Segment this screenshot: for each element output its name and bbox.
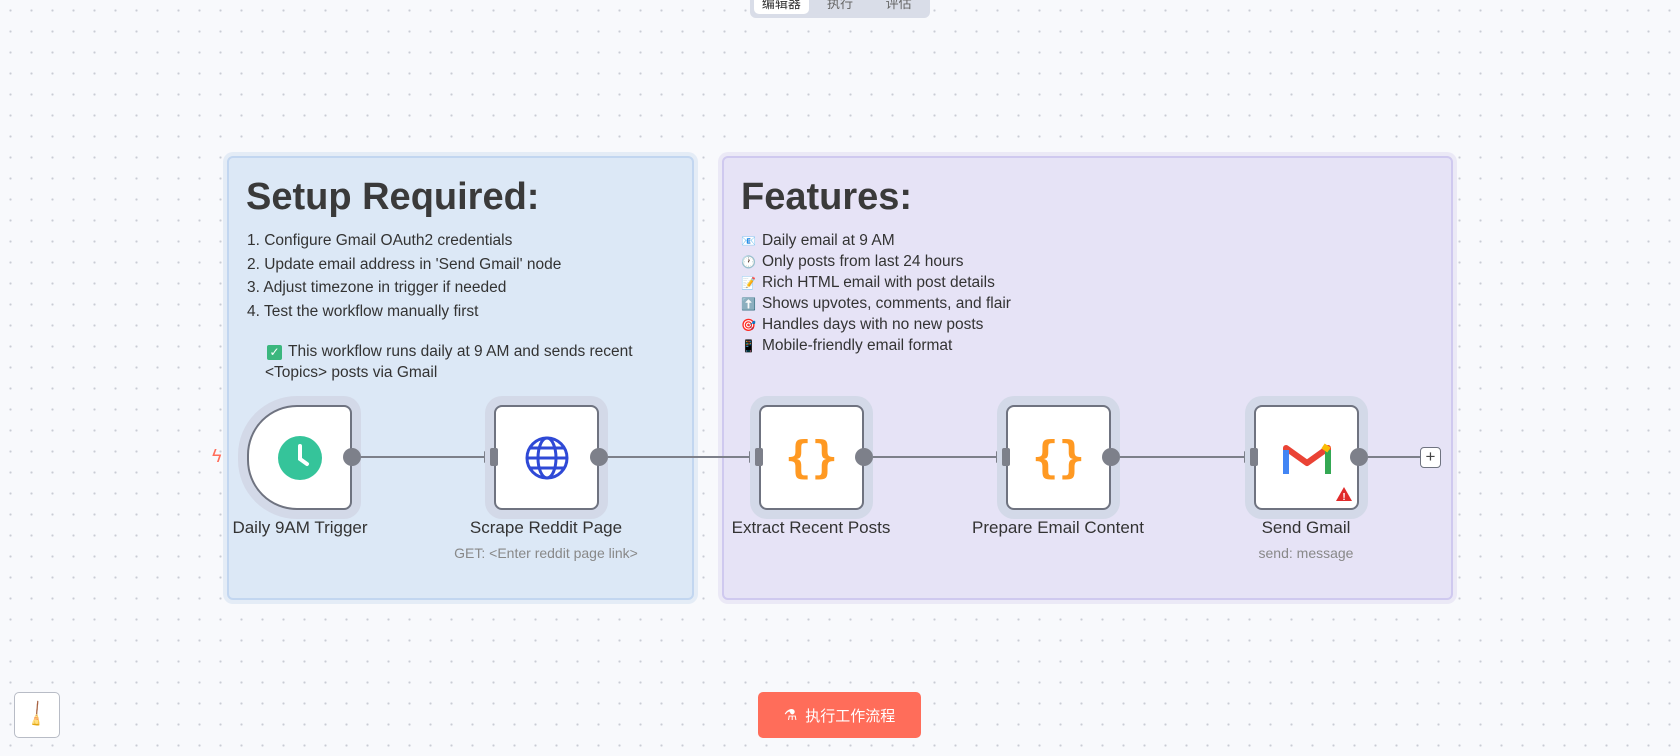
node-label: Extract Recent Posts — [731, 518, 891, 537]
clock-icon — [277, 435, 322, 480]
node-label: Daily 9AM Trigger — [232, 518, 368, 537]
feature-item: 📧 Daily email at 9 AM — [741, 232, 895, 250]
setup-note: This workflow runs daily at 9 AM and sen… — [288, 343, 633, 360]
feature-item: 📱 Mobile-friendly email format — [741, 337, 952, 355]
feature-text: Rich HTML email with post details — [761, 274, 995, 291]
node-label: Prepare Email Content — [972, 518, 1144, 537]
node-subtitle: GET: <Enter reddit page link> — [454, 545, 638, 561]
tab-executions[interactable]: 执行 — [827, 0, 854, 11]
trigger-bolt-icon: ϟ — [212, 446, 222, 466]
sticky-note-features[interactable]: Features: 📧 Daily email at 9 AM 🕐 Only post… — [722, 156, 1453, 600]
node-prepare-email[interactable]: {} — [1006, 405, 1111, 510]
node-label: Send Gmail — [1261, 518, 1351, 537]
output-handle[interactable] — [343, 448, 361, 466]
node-daily-trigger[interactable] — [247, 405, 352, 510]
output-handle[interactable] — [1102, 448, 1120, 466]
feature-text: Shows upvotes, comments, and flair — [761, 295, 1011, 312]
setup-item: 1. Configure Gmail OAuth2 credentials — [247, 232, 513, 249]
sticky-note-setup[interactable]: Setup Required: 1. Configure Gmail OAuth… — [227, 156, 694, 600]
flask-icon: ⚗ — [783, 707, 798, 724]
gmail-icon — [1282, 443, 1331, 474]
add-node-button[interactable]: + — [1420, 447, 1441, 468]
input-handle[interactable] — [490, 448, 498, 466]
feature-item: 🕐 Only posts from last 24 hours — [741, 253, 964, 271]
feature-icon: 📝 — [741, 276, 756, 290]
input-handle[interactable] — [755, 448, 763, 466]
broom-icon: 🧹 — [21, 699, 52, 730]
input-handle[interactable] — [1250, 448, 1258, 466]
code-icon: {} — [1032, 432, 1085, 483]
tab-evaluations[interactable]: 评估 — [885, 0, 912, 11]
execute-workflow-label: 执行工作流程 — [805, 707, 896, 725]
node-label: Scrape Reddit Page — [469, 518, 623, 537]
input-handle[interactable] — [1002, 448, 1010, 466]
feature-item: ⬆️ Shows upvotes, comments, and flair — [741, 295, 1011, 313]
execute-workflow-button[interactable]: ⚗ 执行工作流程 — [758, 692, 921, 738]
svg-text:!: ! — [1342, 492, 1345, 502]
node-extract-posts[interactable]: {} — [759, 405, 864, 510]
output-handle[interactable] — [590, 448, 608, 466]
setup-item: 4. Test the workflow manually first — [247, 303, 479, 320]
feature-item: 🎯 Handles days with no new posts — [741, 316, 983, 334]
globe-icon — [525, 436, 568, 479]
feature-text: Daily email at 9 AM — [761, 232, 895, 249]
feature-icon: 📱 — [741, 339, 756, 353]
setup-note-2: <Topics> posts via Gmail — [265, 364, 438, 381]
feature-text: Only posts from last 24 hours — [761, 253, 964, 270]
feature-icon: 🎯 — [741, 318, 756, 332]
node-subtitle: send: message — [1258, 545, 1354, 561]
setup-title: Setup Required: — [246, 176, 540, 218]
node-send-gmail[interactable]: ! — [1254, 405, 1359, 510]
code-icon: {} — [785, 432, 838, 483]
view-tabs: 编辑器 执行 评估 — [750, 0, 930, 18]
check-icon: ✓ — [267, 345, 282, 360]
feature-icon: 📧 — [741, 234, 756, 248]
output-handle[interactable] — [1350, 448, 1368, 466]
feature-item: 📝 Rich HTML email with post details — [741, 274, 995, 292]
feature-icon: ⬆️ — [741, 297, 756, 311]
feature-text: Mobile-friendly email format — [761, 337, 953, 354]
output-handle[interactable] — [855, 448, 873, 466]
node-scrape-reddit[interactable] — [494, 405, 599, 510]
features-title: Features: — [741, 176, 913, 218]
clear-canvas-button[interactable]: 🧹 — [14, 692, 60, 738]
setup-item: 3. Adjust timezone in trigger if needed — [247, 279, 507, 296]
warning-icon[interactable]: ! — [1335, 486, 1353, 502]
feature-text: Handles days with no new posts — [761, 316, 984, 333]
tab-editor[interactable]: 编辑器 — [754, 0, 809, 14]
setup-item: 2. Update email address in 'Send Gmail' … — [247, 256, 562, 273]
feature-icon: 🕐 — [741, 255, 756, 269]
